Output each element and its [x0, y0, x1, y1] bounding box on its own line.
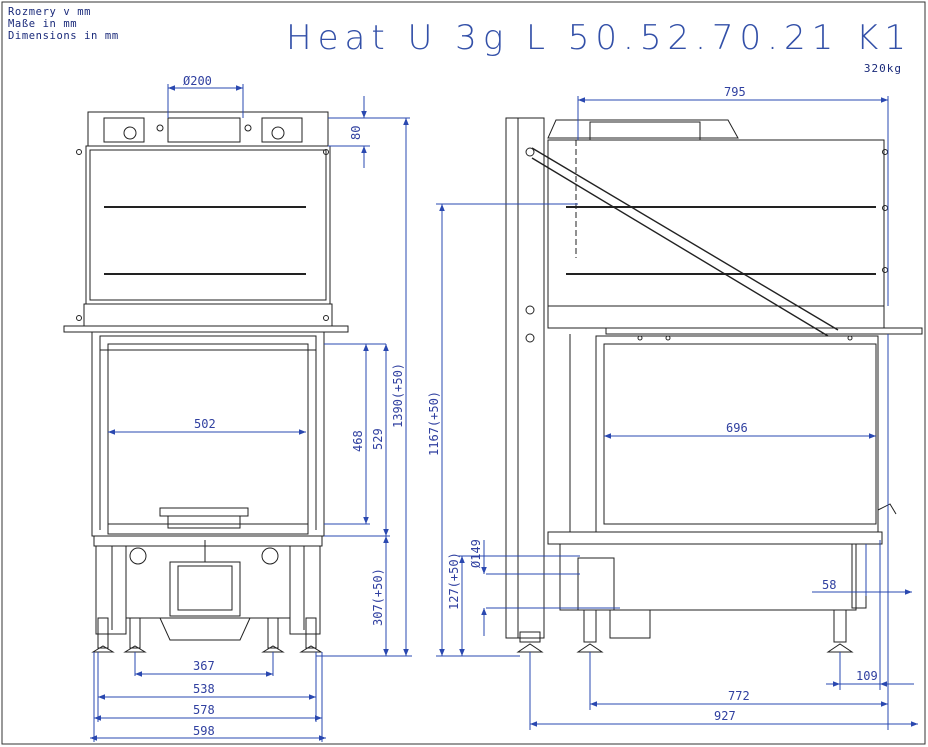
- dim-base-height: 307(+50): [371, 568, 385, 626]
- dim-glass-outer: 529: [371, 428, 385, 450]
- dim-offset-58: 58: [822, 578, 836, 592]
- dim-flue-height: 1167(+50): [427, 391, 441, 456]
- dim-side-glass: 696: [726, 421, 748, 435]
- dim-width-578: 578: [193, 703, 215, 717]
- dim-glass-inner: 468: [351, 430, 365, 452]
- dim-width-598: 598: [193, 724, 215, 738]
- dimension-lines: [90, 84, 918, 742]
- drawing-weight: 320kg: [863, 62, 902, 75]
- dim-air-inlet-height: 127(+50): [447, 552, 461, 610]
- dim-top-height: 80: [349, 126, 363, 140]
- dim-air-inlet-diameter: Ø149: [469, 539, 483, 568]
- dim-depth-927: 927: [714, 709, 736, 723]
- units-label-sk: Rozmery v mm: [8, 6, 92, 18]
- dim-width-538: 538: [193, 682, 215, 696]
- units-label-de: Maße in mm: [8, 18, 78, 30]
- drawing-title: Heat U 3g L 50.52.70.21 K1: [286, 18, 912, 58]
- side-view: [505, 117, 923, 653]
- dim-offset-109: 109: [856, 669, 878, 683]
- dim-total-height: 1390(+50): [391, 363, 405, 428]
- dim-side-depth: 795: [724, 85, 746, 99]
- dim-depth-772: 772: [728, 689, 750, 703]
- dim-front-width: 502: [194, 417, 216, 431]
- front-view: [63, 111, 349, 653]
- units-label-en: Dimensions in mm: [8, 30, 119, 42]
- dim-flue-diameter: Ø200: [183, 74, 212, 88]
- dim-foot-367: 367: [193, 659, 215, 673]
